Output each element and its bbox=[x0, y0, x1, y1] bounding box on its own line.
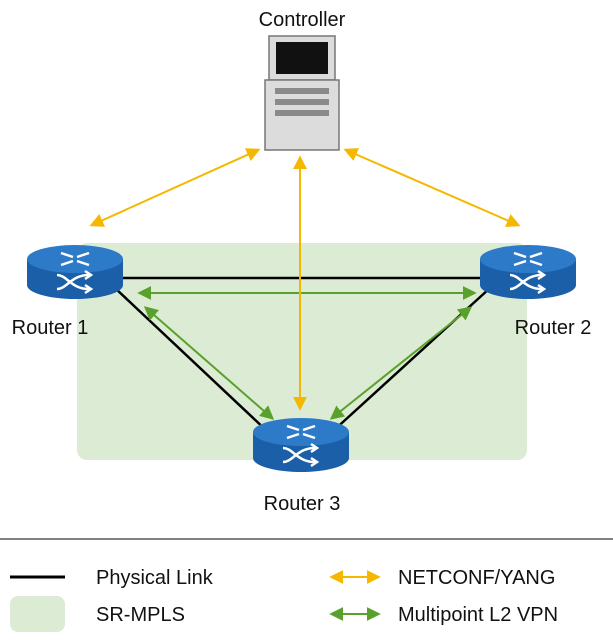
controller-node: Controller bbox=[259, 9, 346, 151]
netconf-link-r1 bbox=[89, 148, 261, 227]
l2vpn-links bbox=[137, 286, 477, 420]
router-2-label: Router 2 bbox=[515, 317, 592, 339]
netconf-links bbox=[89, 148, 521, 411]
router-icon bbox=[253, 418, 349, 472]
legend-sr-mpls-label: SR-MPLS bbox=[96, 604, 185, 626]
router-icon bbox=[480, 245, 576, 299]
legend-netconf-label: NETCONF/YANG bbox=[398, 567, 555, 589]
l2vpn-link-r2-r3 bbox=[329, 306, 473, 420]
router-1-label: Router 1 bbox=[12, 317, 89, 339]
legend: Physical Link SR-MPLS NETCONF/YANG Multi… bbox=[10, 567, 558, 632]
router-3-node: Router 3 bbox=[253, 418, 349, 515]
netconf-link-r2 bbox=[343, 148, 521, 227]
l2vpn-link-r1-r3 bbox=[143, 306, 275, 420]
router-2-node: Router 2 bbox=[480, 245, 591, 339]
controller-label: Controller bbox=[259, 9, 346, 31]
legend-l2vpn-label: Multipoint L2 VPN bbox=[398, 604, 558, 626]
router-1-node: Router 1 bbox=[12, 245, 123, 339]
router-icon bbox=[27, 245, 123, 299]
legend-physical-link-label: Physical Link bbox=[96, 567, 214, 589]
server-computer-icon bbox=[264, 35, 340, 151]
legend-sr-mpls-swatch bbox=[10, 596, 65, 632]
router-3-label: Router 3 bbox=[264, 493, 341, 515]
